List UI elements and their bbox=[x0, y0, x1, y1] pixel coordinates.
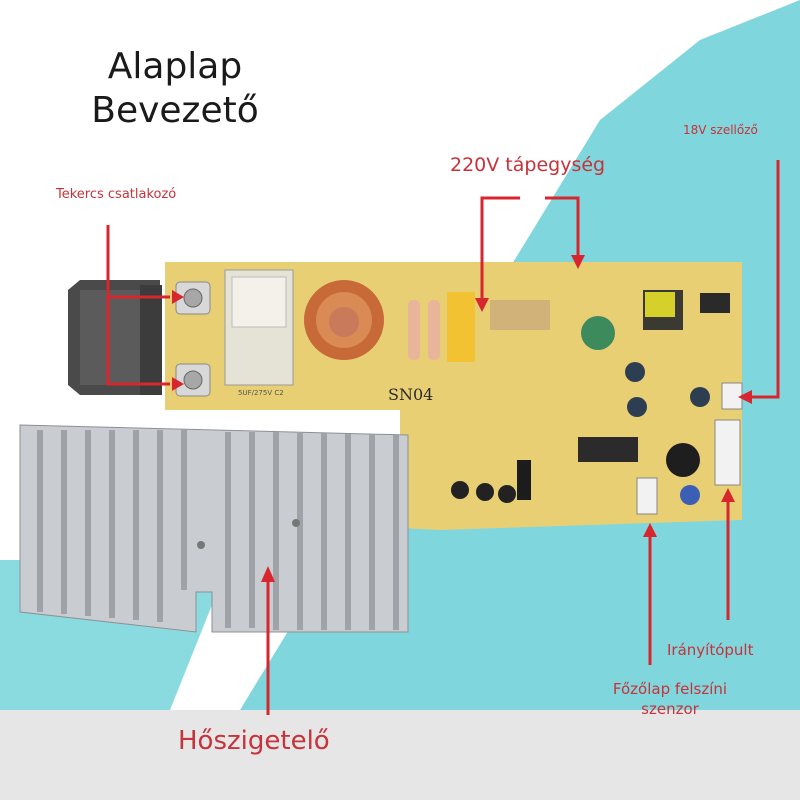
heat-sink bbox=[19, 424, 409, 633]
transistor bbox=[476, 483, 494, 501]
arrow-220v-left bbox=[480, 196, 520, 300]
resistor bbox=[428, 300, 440, 360]
connector-18v bbox=[721, 382, 743, 410]
yellow-capacitor bbox=[447, 292, 475, 362]
ic-chip-main bbox=[578, 437, 638, 462]
transformer-yellow bbox=[645, 292, 675, 317]
page-title: Alaplap Bevezető bbox=[70, 45, 280, 133]
connector-control bbox=[714, 419, 741, 486]
small-capacitor bbox=[625, 362, 645, 382]
label-surface-sensor: Főzőlap felszíni szenzor bbox=[612, 680, 728, 718]
toroid-inductor bbox=[304, 280, 384, 360]
bottom-band bbox=[0, 710, 800, 800]
label-coil-connector: Tekercs csatlakozó bbox=[56, 187, 177, 202]
resistor-row bbox=[490, 300, 550, 330]
transistor bbox=[498, 485, 516, 503]
arrow-18v-fan bbox=[750, 160, 780, 399]
arrow-220v-right bbox=[545, 196, 580, 257]
label-heat-sink: Hőszigetelő bbox=[178, 726, 330, 756]
small-capacitor bbox=[690, 387, 710, 407]
resistor bbox=[408, 300, 420, 360]
label-power-supply-220v: 220V tápegység bbox=[450, 154, 606, 176]
trimmer-potentiometer bbox=[680, 485, 700, 505]
arrow-coil-connector bbox=[106, 297, 170, 386]
silkscreen-model: SN04 bbox=[388, 385, 433, 404]
small-capacitor bbox=[627, 397, 647, 417]
screw-terminal-top bbox=[175, 281, 211, 315]
arrowheads bbox=[172, 255, 752, 582]
annotation-arrows bbox=[106, 160, 780, 715]
buzzer bbox=[666, 443, 700, 477]
svg-text:5UF/275V C2: 5UF/275V C2 bbox=[238, 389, 284, 397]
label-fan-18v: 18V szellőző bbox=[683, 123, 758, 137]
transistor bbox=[451, 481, 469, 499]
screw-terminal-bottom bbox=[175, 363, 211, 397]
ic-chip bbox=[700, 293, 730, 313]
electrolytic-capacitor-small bbox=[517, 460, 531, 500]
label-control-panel: Irányítópult bbox=[667, 641, 754, 659]
film-capacitor: 5UF/275V C2 bbox=[224, 269, 294, 397]
electrolytic-capacitor bbox=[581, 316, 615, 350]
coil-connector-block bbox=[68, 280, 162, 395]
title-line-1: Alaplap bbox=[107, 46, 243, 87]
title-line-2: Bevezető bbox=[91, 90, 259, 131]
connector-sensor bbox=[636, 477, 658, 515]
